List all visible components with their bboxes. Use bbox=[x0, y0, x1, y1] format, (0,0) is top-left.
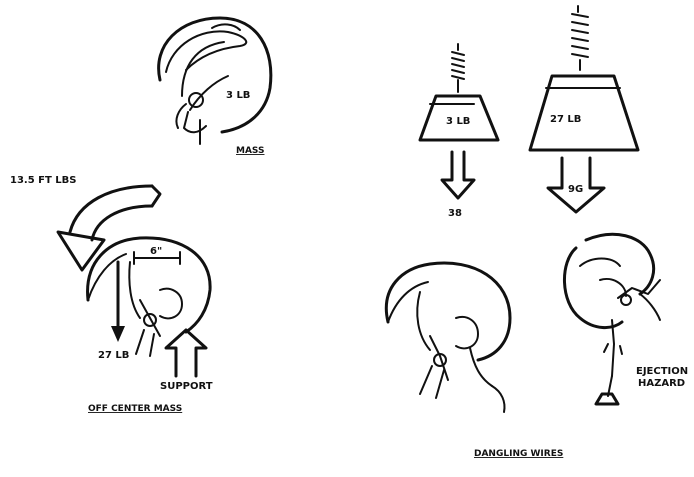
support-label: SUPPORT bbox=[160, 381, 213, 392]
small-force-arrow bbox=[442, 152, 474, 198]
offset-label: 6" bbox=[150, 246, 162, 257]
big-force-label: 9G bbox=[568, 184, 583, 195]
mass-helmet bbox=[159, 18, 271, 144]
offcenter-caption: OFF CENTER MASS bbox=[88, 404, 182, 414]
offcenter-helmet bbox=[88, 238, 211, 356]
ejection-label-line2: HAZARD bbox=[638, 378, 685, 389]
dangling-wires-helmet bbox=[386, 263, 510, 412]
big-block-label: 27 LB bbox=[550, 114, 581, 125]
small-block-label: 3 LB bbox=[446, 116, 470, 127]
small-force-label: 38 bbox=[448, 208, 462, 219]
dangling-caption: DANGLING WIRES bbox=[474, 449, 563, 459]
big-weight-block bbox=[530, 76, 638, 150]
mass-caption: MASS bbox=[236, 146, 264, 156]
mass-weight-label: 3 LB bbox=[226, 90, 250, 101]
offcenter-weight-label: 27 LB bbox=[98, 350, 129, 361]
torque-label: 13.5 FT LBS bbox=[10, 175, 76, 186]
weight-arrow bbox=[111, 262, 125, 342]
ejection-label-line1: EJECTION bbox=[636, 366, 688, 377]
small-spring bbox=[452, 44, 464, 92]
support-arrow bbox=[166, 330, 206, 376]
big-spring bbox=[572, 6, 588, 70]
